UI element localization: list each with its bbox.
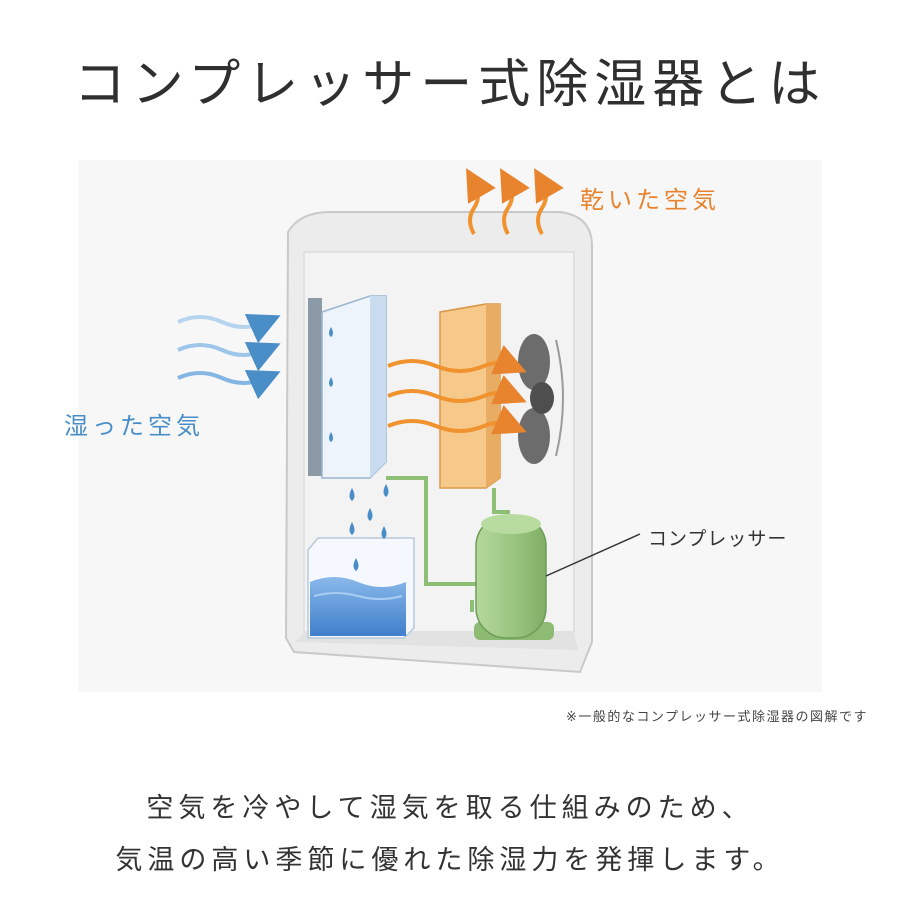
refrigerant-pipe: [386, 476, 510, 612]
description-line-2: 気温の高い季節に優れた除湿力を発揮します。: [115, 845, 785, 876]
cooling-coil: [308, 295, 387, 479]
water-drop-icon: [329, 327, 333, 442]
water-drop-icon: [349, 484, 389, 571]
page-title: コンプレッサー式除湿器とは: [73, 55, 827, 115]
heating-coil: [439, 303, 501, 489]
dry-air-label: 乾いた空気: [580, 186, 720, 214]
wavy-arrow-icon: [177, 314, 281, 400]
description-line-1: 空気を冷やして湿気を取る仕組みのため、: [146, 793, 754, 824]
humid-air-label: 湿った空気: [64, 412, 204, 440]
water-tank: [307, 537, 415, 639]
compressor: [474, 514, 641, 640]
compressor-label: コンプレッサー: [648, 528, 788, 550]
diagram-note: ※一般的なコンプレッサー式除湿器の図解です: [565, 710, 868, 725]
wavy-arrow-icon: [466, 168, 564, 235]
wavy-arrow-icon: [387, 344, 527, 435]
